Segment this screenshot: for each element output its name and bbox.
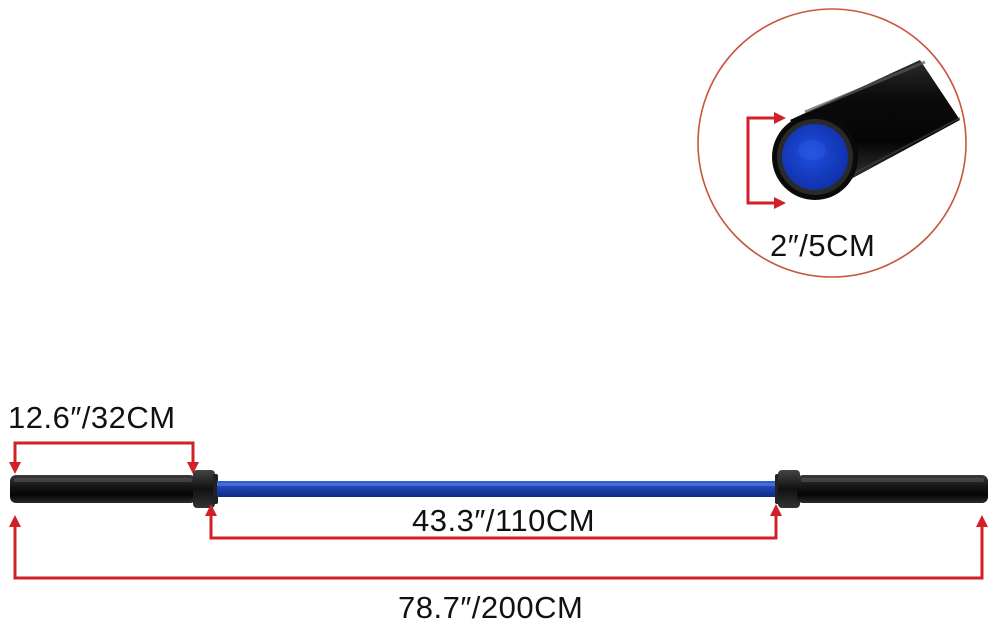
diameter-arrow-icon	[746, 116, 775, 205]
arrow-icon	[9, 462, 21, 474]
arrow-icon	[770, 504, 782, 516]
arrow-icon	[774, 112, 786, 124]
arrow-icon	[774, 197, 786, 209]
total-length-label: 78.7″/200CM	[398, 590, 584, 625]
arrow-icon	[205, 504, 217, 516]
total-length-bracket	[9, 515, 988, 580]
barbell-icon	[10, 470, 988, 508]
shaft-length-bracket	[205, 504, 782, 540]
right-collar	[778, 470, 800, 508]
sleeve-end-icon	[772, 60, 961, 200]
sleeve-length-label: 12.6″/32CM	[8, 400, 176, 435]
sleeve-end-detail	[697, 8, 967, 278]
left-collar	[193, 470, 215, 508]
sleeve-length-bracket	[9, 441, 199, 474]
arrow-icon	[9, 515, 21, 527]
arrow-icon	[976, 515, 988, 527]
shaft-length-label: 43.3″/110CM	[412, 503, 596, 538]
diameter-label: 2″/5CM	[770, 228, 876, 263]
arrow-icon	[187, 462, 199, 474]
